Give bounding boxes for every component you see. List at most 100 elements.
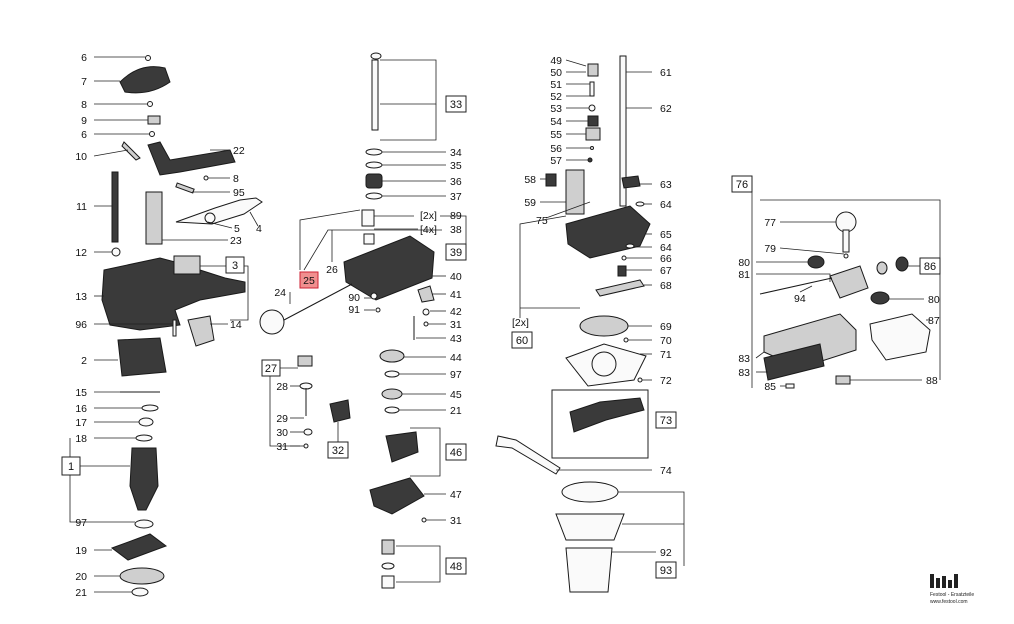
callout-2: 2 <box>81 355 87 367</box>
switch-cover-3 <box>173 255 201 275</box>
leader-79 <box>779 247 845 255</box>
group-label-46: 46 <box>450 447 462 459</box>
callout-68: 68 <box>660 280 672 292</box>
ring-64b <box>625 243 635 249</box>
callout-21b: 21 <box>450 405 462 417</box>
cap-top <box>370 52 382 60</box>
knob-shaft-77 <box>842 229 850 253</box>
base-housing-39 <box>343 235 435 301</box>
column-base-group: 33 34 35 36 37 [2x] 89 [4x] 38 39 40 41 … <box>259 52 467 589</box>
column-accessory-76: 76 77 79 80 81 86 94 80 87 83 83 85 88 <box>731 175 941 393</box>
screw-79 <box>843 253 849 259</box>
part-25-highlight <box>299 271 319 289</box>
ball-56 <box>590 146 594 150</box>
callout-87: 87 <box>928 315 940 327</box>
callout-5: 5 <box>234 223 240 235</box>
callout-85: 85 <box>764 381 776 393</box>
callout-66: 66 <box>660 253 672 265</box>
ring-34 <box>365 148 383 156</box>
fan-20 <box>119 567 165 585</box>
callout-49: 49 <box>550 55 562 67</box>
group-box-76 <box>731 175 753 193</box>
logo-mark-icon <box>930 574 958 588</box>
bracket-59 <box>565 169 585 215</box>
callout-55: 55 <box>550 129 562 141</box>
depth-rod-61-62 <box>619 55 627 207</box>
lever-41 <box>417 285 435 303</box>
nut-57 <box>587 157 593 163</box>
ring-35 <box>365 161 383 169</box>
plug-5 <box>204 212 216 224</box>
callout-65: 65 <box>660 229 672 241</box>
hood-87 <box>869 313 931 361</box>
leader-33 <box>380 59 437 105</box>
callout-9: 9 <box>81 115 87 127</box>
armature-1 <box>129 447 159 511</box>
motor-cap-7 <box>119 66 171 94</box>
screw-6b <box>149 131 155 137</box>
callout-80: 80 <box>738 257 750 269</box>
knob-77 <box>835 211 857 233</box>
group-box-48 <box>445 557 467 575</box>
callout-94: 94 <box>794 293 806 305</box>
clamp-32 <box>329 399 351 423</box>
callout-8b: 8 <box>233 173 239 185</box>
callout-19: 19 <box>75 545 87 557</box>
column-33 <box>371 59 379 131</box>
group-box-73 <box>655 411 677 429</box>
callout-15: 15 <box>75 387 87 399</box>
callout-10: 10 <box>75 151 87 163</box>
callout-83b: 83 <box>738 367 750 379</box>
callout-35: 35 <box>450 160 462 172</box>
ring-69 <box>579 315 629 337</box>
screw-6 <box>145 55 151 61</box>
callout-69: 69 <box>660 321 672 333</box>
latch-63 <box>621 175 641 189</box>
pinion-27 <box>297 355 313 367</box>
ring-92-top <box>561 481 619 503</box>
callout-71: 71 <box>660 349 672 361</box>
group-box-60 <box>511 331 533 349</box>
leader-49 <box>565 59 587 67</box>
logo-line-2: www.festool.com <box>930 599 968 605</box>
callout-6b: 6 <box>81 129 87 141</box>
nut-42 <box>422 308 430 316</box>
ring-12 <box>111 247 121 257</box>
knob-86 <box>895 256 909 272</box>
callout-13: 13 <box>75 291 87 303</box>
rod-94 <box>759 277 833 295</box>
leader-5 <box>207 221 233 229</box>
callout-26: 26 <box>326 264 338 276</box>
screw-91 <box>375 307 381 313</box>
logo-line-1: Festool - Ersatzteile <box>930 592 974 598</box>
ring-45 <box>381 388 403 400</box>
callout-24: 24 <box>274 287 286 299</box>
nut-90 <box>370 292 378 300</box>
callout-4: 4 <box>256 223 262 235</box>
lock-46 <box>385 431 419 463</box>
ring-21b <box>384 406 400 414</box>
callout-6: 6 <box>81 52 87 64</box>
plate-19 <box>110 533 168 561</box>
screw-72 <box>637 377 643 383</box>
callout-28: 28 <box>276 381 288 393</box>
callout-72: 72 <box>660 375 672 387</box>
bracket-14 <box>187 315 215 347</box>
ring-48 <box>381 562 395 570</box>
leader-46-bracket <box>410 427 441 477</box>
callout-43: 43 <box>450 333 462 345</box>
stator-2 <box>117 337 167 377</box>
group-label-1: 1 <box>68 461 74 473</box>
bearing-17 <box>138 417 154 427</box>
group-label-33: 33 <box>450 99 462 111</box>
leader-60-bracket <box>519 215 567 318</box>
clip-88 <box>835 375 851 385</box>
callout-92: 92 <box>660 547 672 559</box>
rod-11 <box>111 171 119 243</box>
callout-63: 63 <box>660 179 672 191</box>
callout-14: 14 <box>230 319 242 331</box>
screw-8 <box>147 101 153 107</box>
callout-74: 74 <box>660 465 672 477</box>
callout-40: 40 <box>450 271 462 283</box>
pin-96 <box>172 319 177 337</box>
